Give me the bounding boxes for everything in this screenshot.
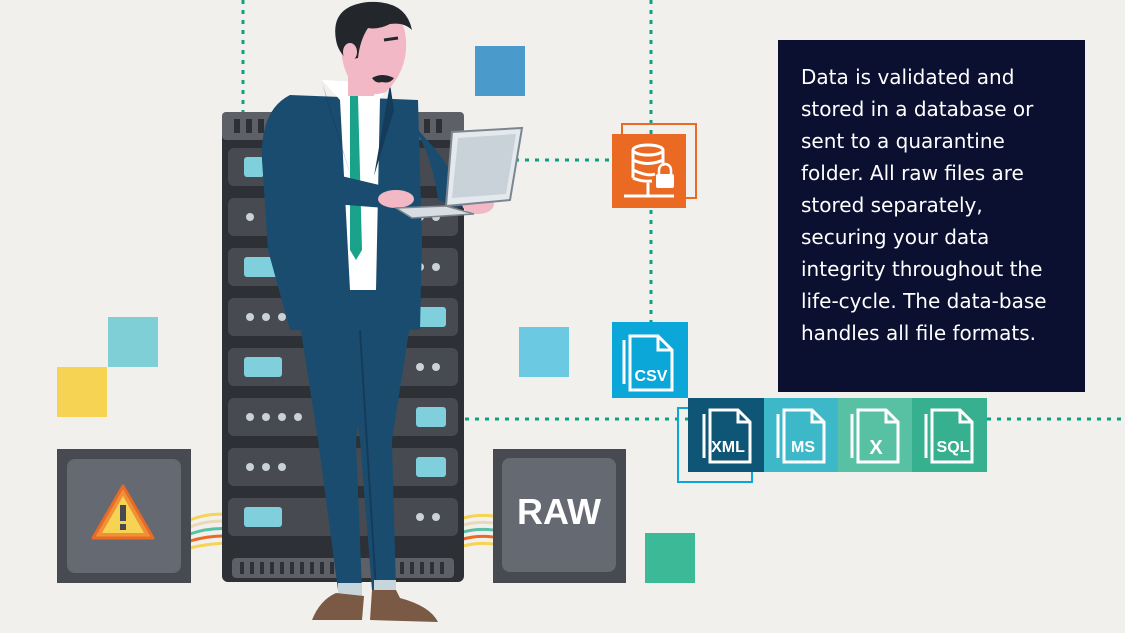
x-label: X <box>869 437 883 459</box>
sql-label: SQL <box>937 439 970 456</box>
server-displays <box>244 157 446 527</box>
deco-square-yellow <box>57 367 107 417</box>
file-icon <box>628 334 674 392</box>
info-text: Data is validated and stored in a databa… <box>801 65 1047 345</box>
deco-square-blue <box>475 46 525 96</box>
deco-square-green <box>645 533 695 583</box>
file-icon <box>782 408 826 464</box>
ms-label: MS <box>791 439 815 456</box>
file-format-strip: XML MS X SQL <box>677 398 987 483</box>
xml-label: XML <box>711 439 745 456</box>
raw-box: RAW <box>493 449 626 583</box>
deco-square-aqua <box>108 317 158 367</box>
file-icon <box>708 408 752 464</box>
raw-label: RAW <box>517 491 601 532</box>
man-with-laptop <box>261 1 524 622</box>
quarantine-box <box>57 449 191 583</box>
database-tile <box>612 123 697 208</box>
info-box: Data is validated and stored in a databa… <box>778 40 1085 392</box>
file-tile-csv: CSV <box>612 322 688 398</box>
file-icon <box>930 408 974 464</box>
csv-label: CSV <box>635 368 668 385</box>
deco-square-lightblue <box>519 327 569 377</box>
warning-icon <box>91 484 155 540</box>
file-icon <box>856 408 900 464</box>
